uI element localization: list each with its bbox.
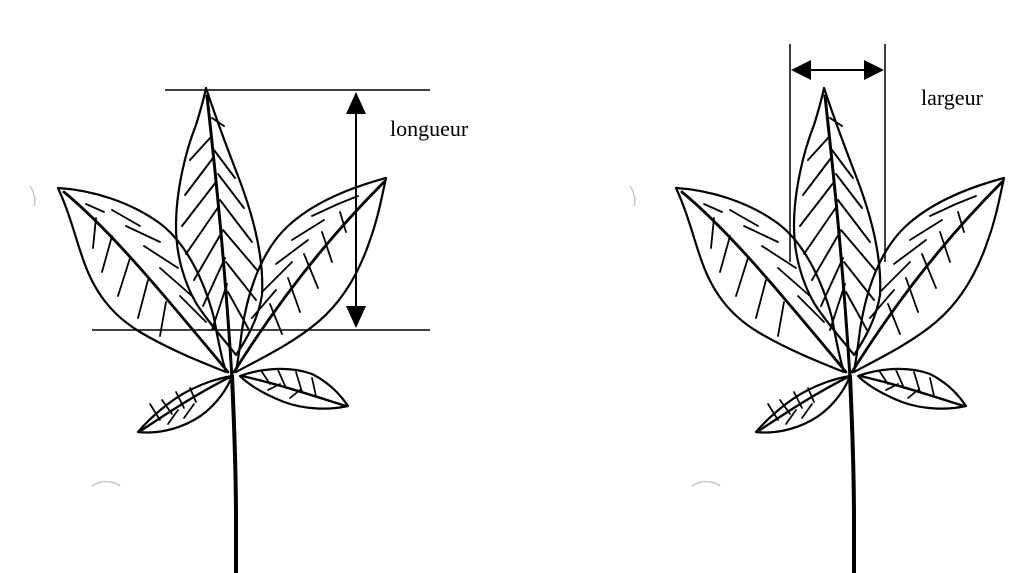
width-arrow-head-right bbox=[864, 60, 884, 80]
scan-marks bbox=[30, 186, 720, 486]
leaf-drawing-right bbox=[676, 88, 1004, 573]
width-label: largeur bbox=[921, 87, 983, 109]
length-arrow-head-up bbox=[346, 92, 366, 114]
length-arrow-head-down bbox=[346, 306, 366, 328]
length-label: longueur bbox=[390, 118, 468, 140]
width-arrow-head-left bbox=[791, 60, 811, 80]
